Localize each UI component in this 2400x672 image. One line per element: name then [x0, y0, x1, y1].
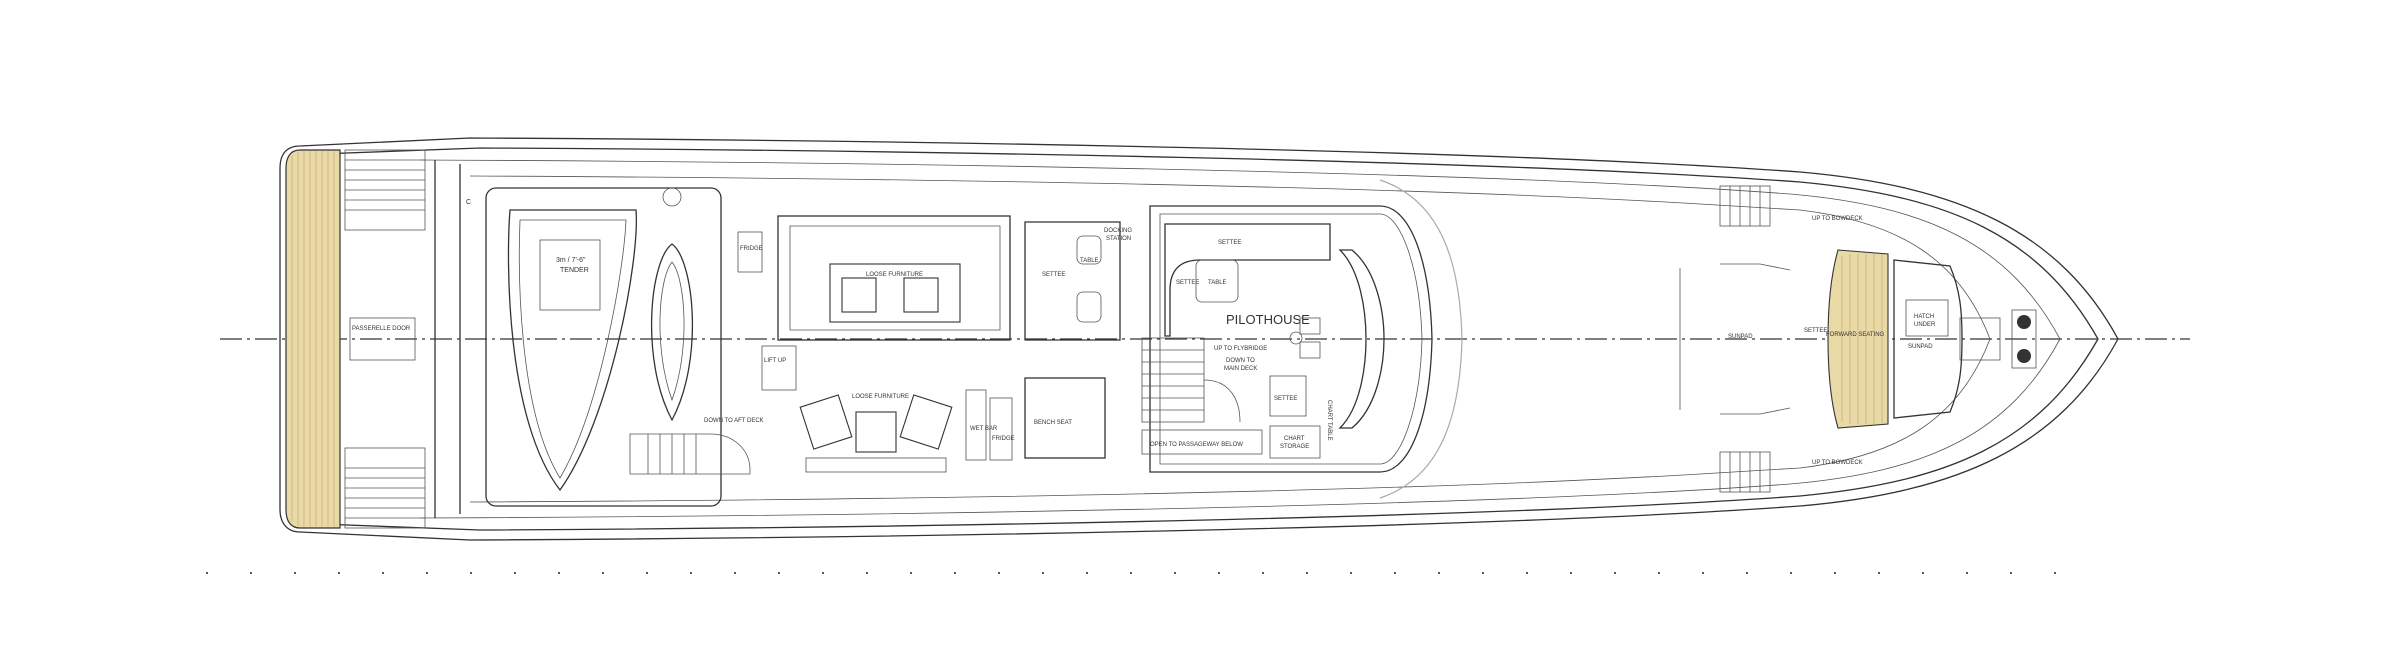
docking-station-label-1: DOCKING — [1104, 228, 1132, 234]
forward-teak-deck — [1827, 249, 1889, 429]
pilothouse-enclosure — [1149, 179, 1463, 499]
forward-seating-label: FORWARD SEATING — [1826, 332, 1885, 338]
chart-storage-label-2: STORAGE — [1280, 444, 1309, 450]
walkway-steps-bottom — [1719, 451, 1771, 493]
passerelle-door — [349, 317, 416, 361]
lower-lounge — [799, 394, 953, 473]
aft-stairs — [629, 433, 751, 475]
chart-storage — [1269, 425, 1321, 459]
life-raft-label: LIFT UP — [764, 358, 786, 364]
passerelle-door-label: PASSERELLE DOOR — [352, 326, 411, 332]
open-to-passageway-label: OPEN TO PASSAGEWAY BELOW — [1150, 442, 1243, 448]
fridge-label: FRIDGE — [992, 436, 1015, 442]
davit — [662, 187, 682, 207]
settee-pilot-bottom — [1269, 375, 1307, 417]
down-to-main-deck-label-2: MAIN DECK — [1224, 366, 1257, 372]
fridge-bar — [737, 231, 763, 273]
fwd-deck-line — [1679, 263, 1791, 415]
down-to-main-deck-label-1: DOWN TO — [1226, 358, 1255, 364]
hull-outline — [279, 137, 2119, 541]
wet-bar — [965, 389, 987, 461]
up-to-bowdeck-bottom-label: UP TO BOWDECK — [1812, 460, 1863, 466]
pilothouse-stairs — [1141, 337, 1241, 423]
windlass — [1959, 309, 2037, 369]
helm-console — [1289, 249, 1385, 429]
sunpad-fwd — [1893, 259, 1963, 419]
sunpad-fwd-label: SUNPAD — [1908, 344, 1933, 350]
open-to-passageway — [1141, 429, 1263, 455]
fridge-bar-label: FRIDGE — [740, 246, 763, 252]
bench-seat-label: BENCH SEAT — [1034, 420, 1072, 426]
settee-aft-label: SETTEE — [1042, 272, 1065, 278]
chart-table-label: CHART TABLE — [1326, 400, 1332, 441]
scale-bar — [206, 572, 2056, 574]
stern-steps-top — [344, 149, 426, 231]
jet-ski — [650, 243, 694, 422]
aft-bulkhead — [434, 160, 461, 518]
pilothouse-label: PILOTHOUSE — [1226, 312, 1310, 327]
tender-bay — [485, 187, 722, 507]
fridge — [989, 397, 1013, 461]
up-to-flybridge-label: UP TO FLYBRIDGE — [1214, 346, 1267, 352]
settee-fwd-label: SETTEE — [1804, 328, 1827, 334]
hull-inner-line — [319, 147, 2099, 531]
tender-label-1: 3m / 7'-6" — [556, 257, 586, 264]
up-to-bowdeck-top-label: UP TO BOWDECK — [1812, 216, 1863, 222]
tender-label-2: TENDER — [560, 267, 589, 274]
wet-bar-label: WET BAR — [970, 426, 998, 432]
bulwark-line — [419, 159, 2061, 519]
hatch-label-1: HATCH — [1914, 314, 1934, 320]
hatch — [1905, 299, 1949, 337]
table-aft-2 — [1076, 291, 1102, 323]
deck-edge-line — [469, 175, 1991, 503]
c-mark: C — [466, 199, 471, 206]
aft-lounge — [777, 215, 1011, 341]
loose-furniture-bottom-label: LOOSE FURNITURE — [852, 394, 909, 400]
docking-station-label-2: STATION — [1106, 236, 1131, 242]
loose-furniture-top-label: LOOSE FURNITURE — [866, 272, 923, 278]
table-pilot — [1195, 259, 1239, 303]
stern-steps-bottom — [344, 447, 426, 529]
walkway-steps-top — [1719, 185, 1771, 227]
settee-pilot-top — [1164, 223, 1331, 337]
table-pilot-label: TABLE — [1208, 280, 1227, 286]
settee-pilot-bottom-label: SETTEE — [1274, 396, 1297, 402]
chart-storage-label-1: CHART — [1284, 436, 1305, 442]
down-to-aft-deck-label: DOWN TO AFT DECK — [704, 418, 764, 424]
settee-aft — [1024, 221, 1121, 341]
life-raft — [761, 345, 797, 391]
sunpad-mid-label: SUNPAD — [1728, 334, 1753, 340]
settee-pilot-top-label: SETTEE — [1218, 240, 1241, 246]
bench-seat — [1024, 377, 1106, 459]
settee-pilot-left-label: SETTEE — [1176, 280, 1199, 286]
table-aft-label: TABLE — [1080, 258, 1099, 264]
hatch-label-2: UNDER — [1914, 322, 1936, 328]
table-aft — [1076, 235, 1102, 265]
stern-teak-deck — [285, 149, 341, 529]
